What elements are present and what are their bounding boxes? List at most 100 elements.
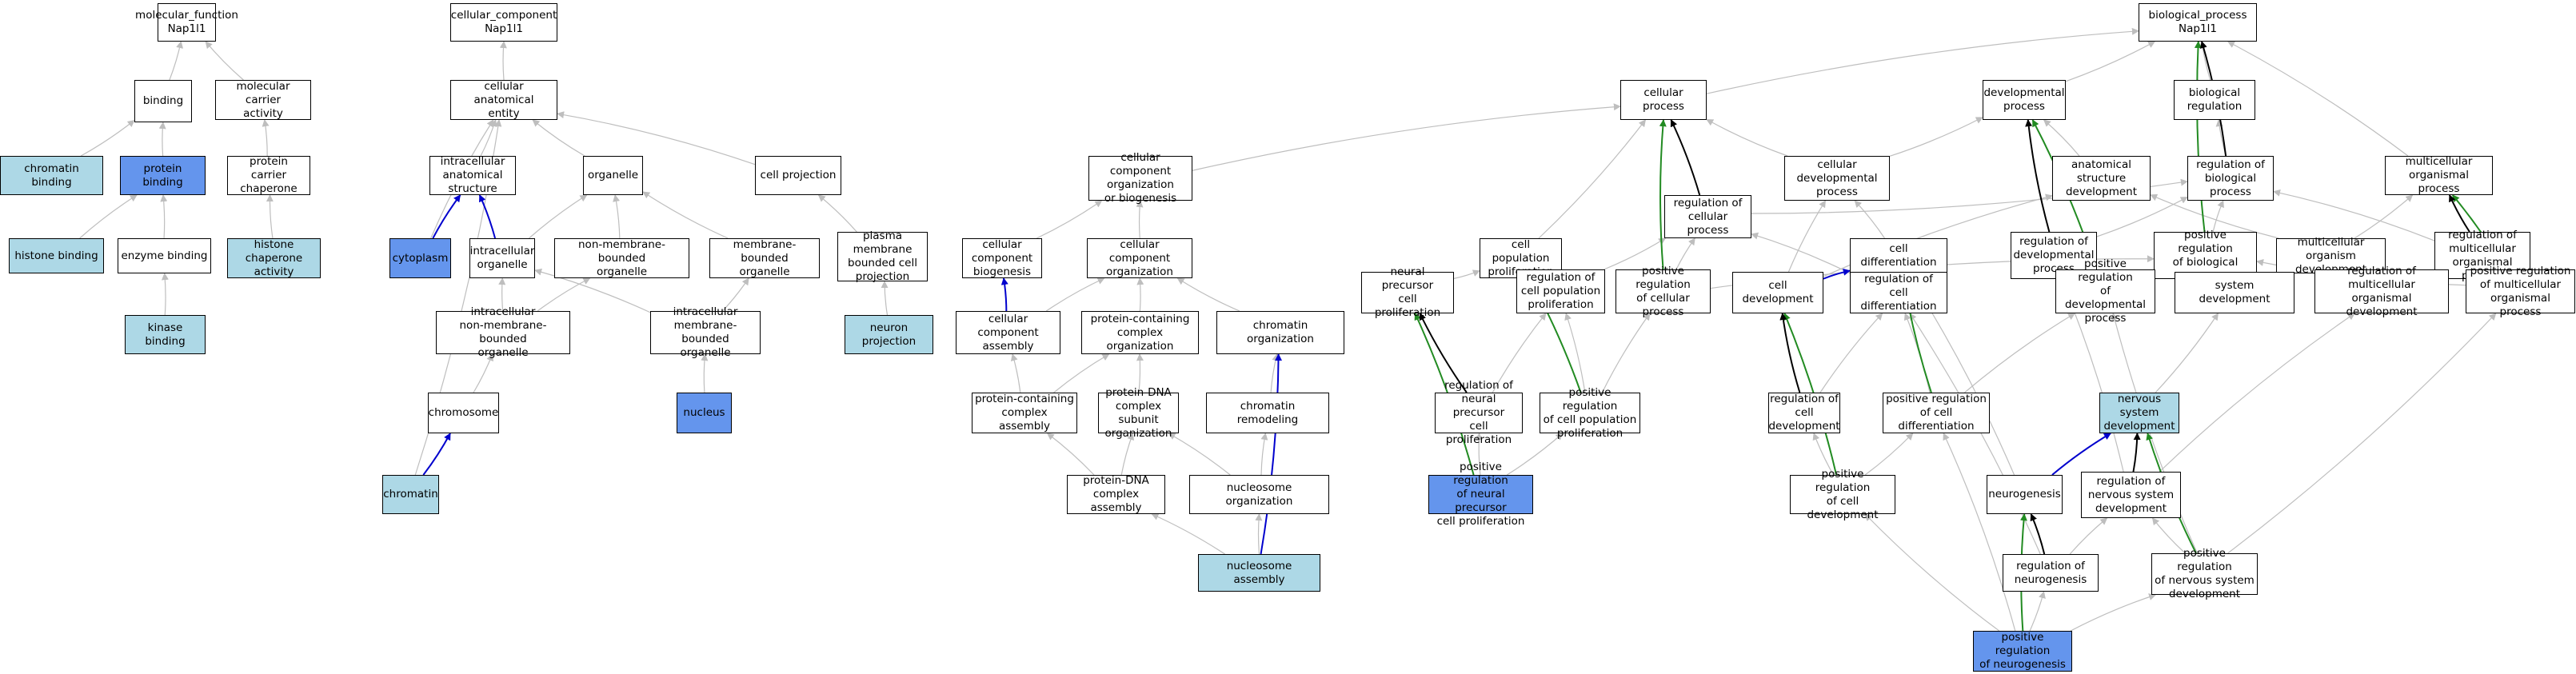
go-term-node-prmop: positive regulation of multicellular org…	[2466, 265, 2575, 318]
go-term-node-inmbo: intracellular non-membrane-bounded organ…	[436, 305, 570, 359]
edge-chrombind-to-binding	[80, 119, 135, 157]
edge-chromatin-to-chromosome	[422, 433, 451, 476]
edge-nucass-to-chromorg	[1260, 353, 1283, 555]
go-term-node-chromrem: chromatin remodeling	[1206, 393, 1329, 433]
edge-rdp-to-devproc	[2025, 119, 2051, 233]
edge-inmbo-to-nmbo	[537, 277, 591, 312]
go-term-node-intorg: intracellular organelle	[469, 238, 535, 278]
edge-cdp-to-devproc	[1889, 117, 1983, 157]
go-term-node-mf: molecular_function Nap1l1	[135, 3, 238, 42]
edge-rmop-to-rbp	[2273, 189, 2435, 241]
go-term-node-enzbind: enzyme binding	[118, 238, 211, 273]
go-term-node-mbo: membrane-bounded organelle	[709, 238, 820, 278]
edge-prcdiff-to-prdp	[1964, 313, 2076, 393]
edge-pcca-to-cca	[1010, 353, 1021, 393]
go-term-node-nmbo: non-membrane-bounded organelle	[554, 238, 689, 278]
go-term-node-prdp: positive regulation of developmental pro…	[2055, 257, 2155, 325]
go-term-node-hca: histone chaperone activity	[227, 238, 321, 278]
edge-rcdev-to-celldev	[1779, 313, 1801, 393]
go-term-node-rcpp: regulation of cell population proliferat…	[1516, 269, 1605, 313]
edge-intorg-to-ias	[478, 194, 497, 239]
edge-imbo-to-mbo	[722, 277, 749, 312]
go-term-node-chromorg: chromatin organization	[1216, 311, 1344, 354]
edge-cdp-to-cellproc	[1706, 118, 1788, 157]
go-term-node-protbind: protein binding	[120, 156, 206, 195]
edge-rnsd-to-nsd	[2132, 433, 2141, 473]
go-term-node-mca: molecular carrier activity	[215, 80, 311, 120]
edge-organelle-to-cae	[532, 119, 585, 157]
edge-prcp-to-cellproc	[1659, 119, 1667, 270]
go-term-node-pcc: protein carrier chaperone	[227, 155, 310, 195]
edge-rneuro-to-rnsd	[2069, 517, 2108, 555]
go-term-node-chrombind: chromatin binding	[0, 156, 103, 195]
edge-chromorg-to-ccorg	[1176, 277, 1240, 312]
edge-ias-to-cae	[480, 119, 497, 157]
go-term-node-cdp: cellular developmental process	[1784, 156, 1890, 201]
edge-inmbo-to-intorg	[498, 277, 506, 312]
go-term-node-nucass: nucleosome assembly	[1198, 554, 1320, 592]
go-term-node-mop: multicellular organismal process	[2385, 155, 2493, 195]
edge-chromosome-to-inmbo	[473, 353, 493, 393]
go-term-node-celldiff: cell differentiation	[1850, 238, 1947, 273]
edge-rcpp-to-rcp	[1604, 237, 1667, 270]
go-term-node-rcp: regulation of cellular process	[1664, 195, 1751, 238]
edge-mca-to-mf	[205, 41, 244, 81]
go-term-node-prneuro: positive regulation of neurogenesis	[1973, 631, 2072, 672]
edge-prneuro-to-prnsd	[2070, 593, 2157, 632]
edge-nucleus-to-imbo	[701, 353, 709, 393]
edge-mod-to-mop	[2354, 194, 2414, 239]
go-term-node-ccorg: cellular component organization	[1087, 238, 1192, 278]
go-term-node-rnsd: regulation of nervous system development	[2081, 472, 2181, 518]
edge-rcd-to-rcp	[1751, 232, 1851, 274]
go-term-node-rnpcp: regulation of neural precursor cell prol…	[1435, 379, 1523, 446]
go-term-node-nucorg: nucleosome organization	[1189, 475, 1329, 514]
go-term-node-nsd: nervous system development	[2099, 393, 2179, 433]
edge-prcdev-to-prcdiff	[1864, 433, 1914, 476]
edge-prcpp-to-rcpp	[1564, 313, 1586, 393]
edge-cellproc-to-bp	[1706, 27, 2139, 94]
go-term-node-cellproc: cellular process	[1620, 80, 1707, 120]
go-term-node-prnpcp: positive regulation of neural precursor …	[1428, 461, 1533, 528]
edge-neurogenesis-to-nsd	[2051, 433, 2111, 476]
edge-mod-to-asd	[2150, 193, 2279, 239]
edge-ccbio-to-ccob	[1036, 200, 1103, 239]
go-term-node-pdca: protein-DNA complex assembly	[1067, 474, 1165, 514]
edge-rneuro-to-neurogenesis	[2030, 513, 2046, 555]
go-term-node-chromatin: chromatin	[382, 475, 439, 514]
edge-prcp-to-rcp	[1675, 237, 1695, 270]
edge-prneuro-to-rneuro	[2029, 591, 2046, 632]
go-term-node-ccbio: cellular component biogenesis	[962, 238, 1042, 278]
edge-celldev-to-celldiff	[1823, 268, 1851, 280]
edge-cae-to-cc	[499, 41, 507, 81]
edge-nucass-to-nucorg	[1255, 513, 1263, 555]
go-term-node-celldev: cell development	[1732, 272, 1823, 313]
go-term-node-prnsd: positive regulation of nervous system de…	[2151, 547, 2258, 600]
edge-prneuro-to-prcdiff	[1943, 433, 2016, 632]
edge-rmop-to-mop	[2448, 194, 2470, 233]
go-term-node-pcca: protein-containing complex assembly	[972, 393, 1077, 433]
edge-rnpcp-to-rcpp	[1492, 313, 1547, 393]
edge-cytoplasm-to-ias	[432, 194, 461, 239]
edge-npcp-to-cpp	[1453, 269, 1480, 279]
edge-pdcso-to-pcco	[1136, 353, 1144, 393]
edge-mop-to-bp	[2227, 41, 2409, 157]
go-term-node-ias: intracellular anatomical structure	[429, 155, 516, 195]
go-term-node-kinbind: kinase binding	[125, 315, 206, 354]
edge-cca-to-ccorg	[1045, 277, 1105, 312]
go-term-node-pcco: protein-containing complex organization	[1081, 311, 1199, 354]
edge-nucass-to-pdca	[1151, 513, 1225, 555]
go-term-node-rcd: regulation of cell differentiation	[1850, 272, 1947, 313]
edge-asd-to-devproc	[2043, 119, 2080, 157]
go-term-node-prcp: positive regulation of cellular process	[1615, 265, 1711, 318]
go-term-node-rmod: regulation of multicellular organismal d…	[2314, 265, 2449, 318]
go-term-node-bp: biological_process Nap1l1	[2139, 3, 2257, 42]
edge-pcca-to-pcco	[1053, 353, 1110, 393]
edge-ccob-to-cellproc	[1192, 103, 1621, 171]
edge-intorg-to-organelle	[529, 194, 588, 239]
go-term-node-prcdev: positive regulation of cell development	[1790, 468, 1895, 521]
edge-prcpp-to-prcp	[1601, 313, 1651, 393]
go-term-node-chromosome: chromosome	[428, 393, 499, 433]
go-term-node-rcdev: regulation of cell development	[1768, 393, 1840, 433]
edge-nucorg-to-pdcso	[1168, 433, 1231, 476]
edge-hca-to-pcc	[266, 194, 274, 239]
